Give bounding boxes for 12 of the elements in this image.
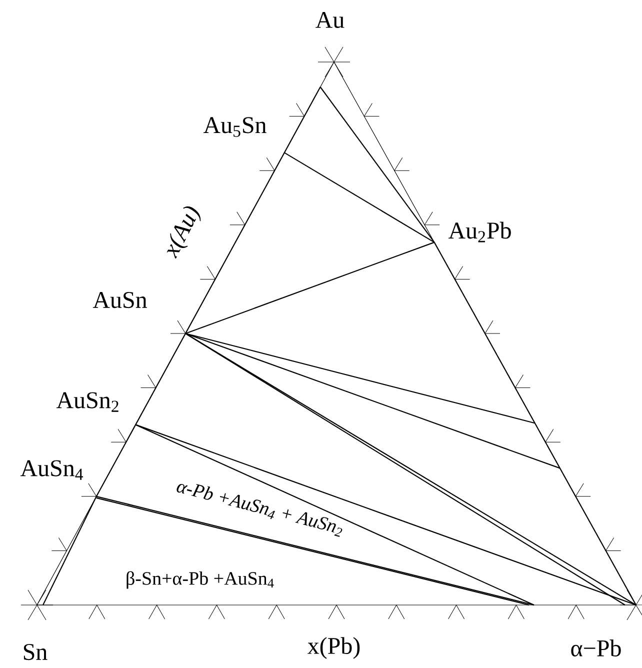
phase-label: Au$_{5}$Sn: [203, 117, 266, 137]
axis-label: x(Pb): [308, 637, 360, 659]
phase-label: AuSn$_{4}$: [20, 460, 84, 480]
phase-label: Au$_{2}$Pb: [448, 222, 511, 242]
phase-label: AuSn: [92, 292, 147, 308]
phase-label: AuSn$_{2}$: [56, 392, 118, 412]
corner-label: Sn: [24, 644, 48, 660]
corner-label: Au: [316, 12, 344, 28]
phase-region-label: β-Sn+α-Pb +AuSn$_{4}$: [126, 571, 274, 589]
axis-label: x(Au): [166, 206, 201, 258]
corner-label: α−Pb: [571, 640, 621, 656]
phase-region-label: α-Pb +AuSn$_{4}$ + AuSn$_{2}$: [176, 484, 342, 537]
